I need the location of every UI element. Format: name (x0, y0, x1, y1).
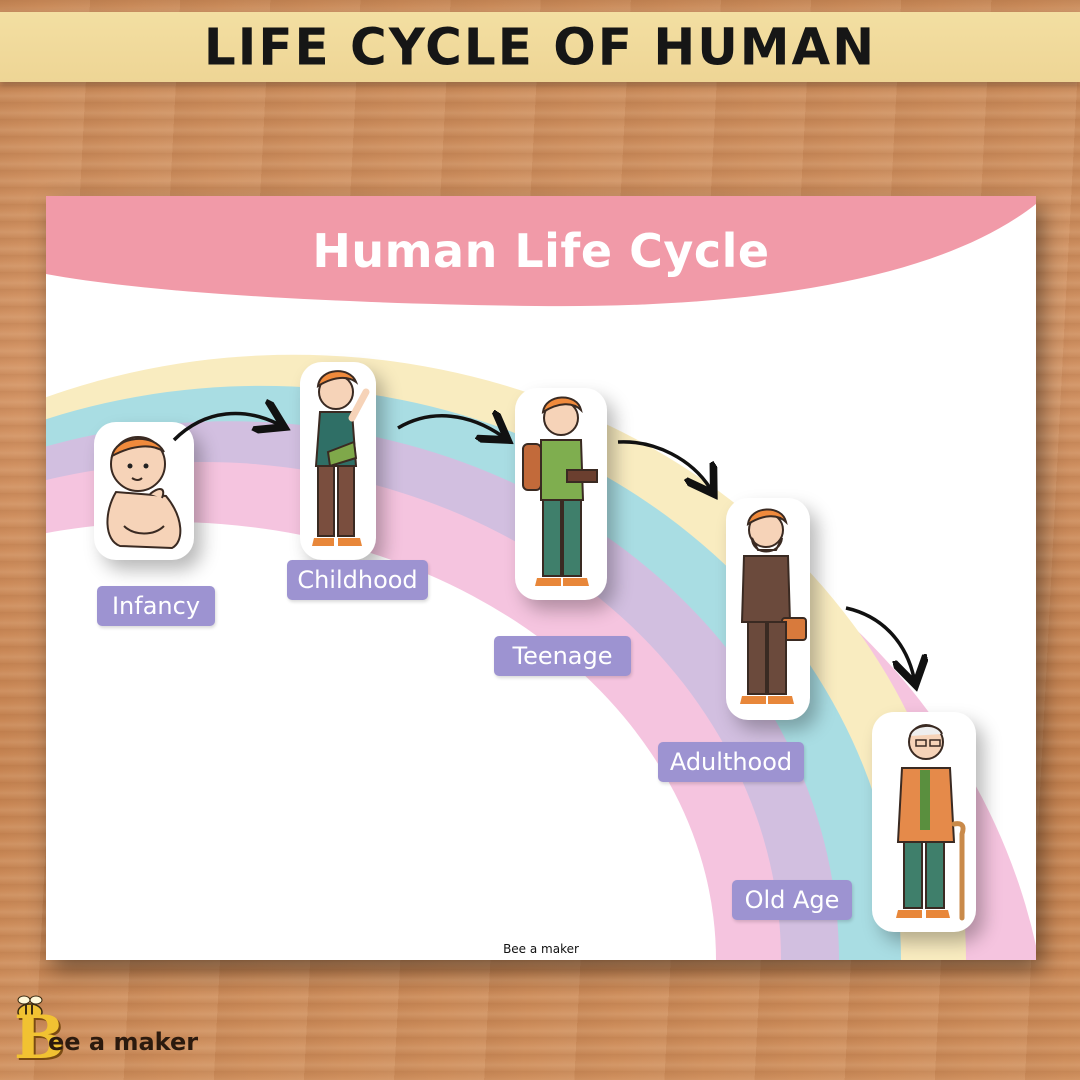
header-wave (46, 196, 1036, 307)
poster: Human Life Cycle (46, 196, 1036, 960)
childhood-figure (300, 362, 376, 560)
stage-label-childhood: Childhood (287, 560, 428, 600)
old-age-figure (872, 712, 976, 932)
stage-label-adulthood: Adulthood (658, 742, 804, 782)
stage-label-infancy: Infancy (97, 586, 215, 626)
brand-logo: B ee a maker (4, 994, 204, 1074)
logo-text: ee a maker (48, 1028, 199, 1056)
poster-credit: Bee a maker (503, 942, 579, 956)
rainbow-center (46, 522, 716, 960)
stage-label-old-age: Old Age (732, 880, 852, 920)
logo-letter: B (14, 1003, 65, 1073)
banner-title: LIFE CYCLE OF HUMAN (203, 17, 877, 77)
stage-label-teenage: Teenage (494, 636, 631, 676)
adulthood-figure (726, 498, 810, 720)
poster-title: Human Life Cycle (312, 224, 770, 278)
top-banner: LIFE CYCLE OF HUMAN (0, 12, 1080, 82)
infancy-figure (94, 422, 194, 560)
bee-icon (17, 995, 43, 1021)
teenage-figure (515, 388, 607, 600)
